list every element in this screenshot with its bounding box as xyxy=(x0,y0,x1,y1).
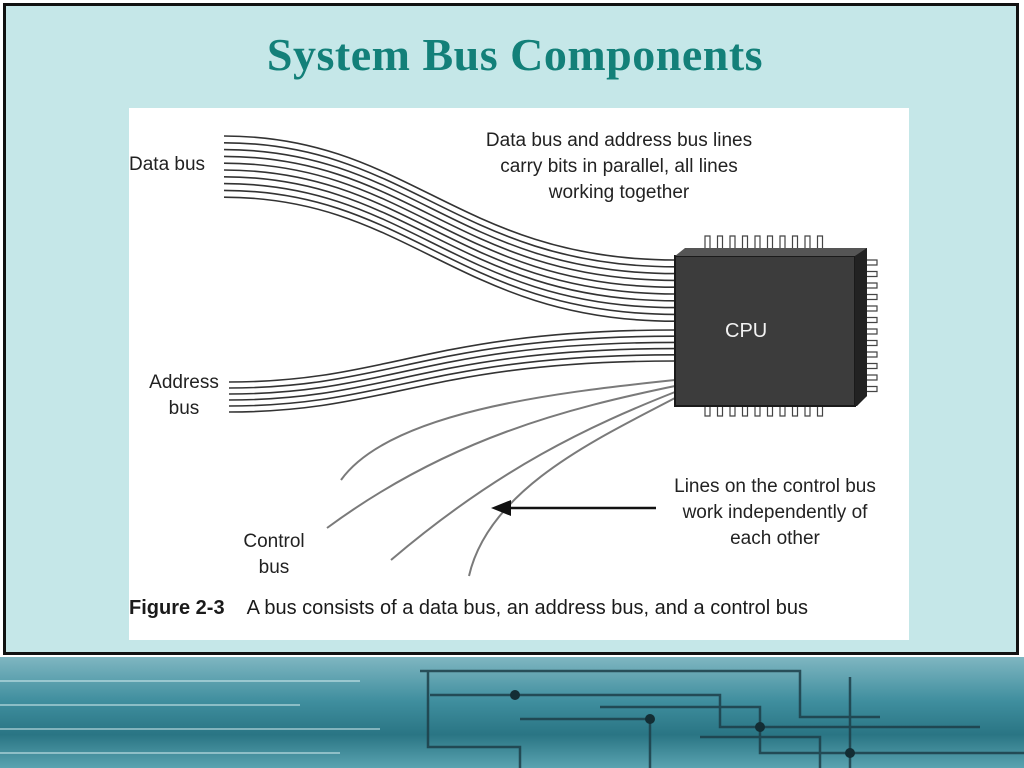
control-bus-note: Lines on the control bus work independen… xyxy=(674,476,876,549)
cpu-pin xyxy=(867,385,878,393)
control-bus-line xyxy=(340,379,676,481)
data-bus-line xyxy=(223,169,676,295)
cpu-pin xyxy=(791,235,799,248)
cpu-bottom-pins xyxy=(704,406,824,417)
cpu-pin xyxy=(791,406,799,417)
cpu-pin xyxy=(867,328,878,335)
address-bus-line xyxy=(228,360,676,413)
cpu-right-pins xyxy=(867,259,878,393)
cpu-pin xyxy=(816,235,824,248)
cpu-pin xyxy=(867,293,878,301)
data-bus-line xyxy=(223,176,676,302)
address-bus-line xyxy=(228,341,676,395)
data-bus-line xyxy=(223,155,676,282)
cpu-pin xyxy=(804,406,811,417)
data-bus-line xyxy=(223,182,676,309)
cpu-pin xyxy=(741,235,749,248)
control-bus-lines xyxy=(326,379,676,577)
cpu-pin xyxy=(704,235,711,248)
parallel-lines-note: Data bus and address bus lines carry bit… xyxy=(485,130,753,203)
control-bus-line xyxy=(468,397,676,577)
cpu-pin xyxy=(704,406,711,417)
cpu-pin xyxy=(766,406,774,417)
cpu-chip xyxy=(674,235,878,417)
data-bus-line xyxy=(223,196,676,322)
cpu-label: CPU xyxy=(725,320,768,342)
data-bus-line xyxy=(223,148,676,275)
figure-caption: Figure 2-3 A bus consists of a data bus, … xyxy=(129,597,909,620)
cpu-pin xyxy=(867,270,878,278)
address-bus-line xyxy=(228,335,676,389)
data-bus-line xyxy=(223,162,676,288)
cpu-pin xyxy=(741,406,749,417)
data-bus-label: Data bus xyxy=(129,154,206,175)
figure-caption-label: Figure 2-3 xyxy=(129,597,225,619)
control-note-arrow xyxy=(491,500,656,516)
control-bus-label: Control bus xyxy=(243,531,305,578)
address-bus-line xyxy=(228,347,676,401)
address-bus-lines xyxy=(228,329,676,413)
cpu-pin xyxy=(779,406,786,417)
control-bus-line xyxy=(326,385,676,529)
circuit-traces xyxy=(0,669,1024,768)
bus-diagram xyxy=(223,135,878,577)
cpu-top-pins xyxy=(704,235,824,248)
cpu-pin xyxy=(729,406,736,417)
data-bus-line xyxy=(223,142,676,268)
cpu-pin xyxy=(766,235,774,248)
address-bus-line xyxy=(228,354,676,407)
data-bus-line xyxy=(223,135,676,261)
cpu-pin xyxy=(716,235,724,248)
cpu-pin xyxy=(867,339,878,347)
control-bus-line xyxy=(390,391,676,561)
cpu-pin xyxy=(867,305,878,312)
data-bus-line xyxy=(223,189,676,316)
cpu-pin xyxy=(867,282,878,289)
cpu-pin xyxy=(754,235,761,248)
slide-title: System Bus Components xyxy=(266,29,764,80)
cpu-pin xyxy=(754,406,761,417)
bus-diagram-figure: Data bus Address bus Control bus Data bu… xyxy=(129,108,909,640)
address-bus-line xyxy=(228,329,676,383)
cpu-pin xyxy=(867,362,878,370)
cpu-pin xyxy=(867,316,878,324)
cpu-pin xyxy=(867,351,878,358)
address-bus-label: Address bus xyxy=(149,372,219,419)
slide-frame: System Bus Components Data bus xyxy=(3,3,1019,655)
data-bus-lines xyxy=(223,135,676,322)
circuit-footer-decoration xyxy=(0,657,1024,768)
cpu-pin xyxy=(867,374,878,381)
cpu-pin xyxy=(804,235,811,248)
cpu-pin xyxy=(867,259,878,266)
cpu-pin xyxy=(716,406,724,417)
figure-caption-text: A bus consists of a data bus, an address… xyxy=(246,597,809,619)
cpu-pin xyxy=(779,235,786,248)
cpu-pin xyxy=(729,235,736,248)
cpu-pin xyxy=(816,406,824,417)
